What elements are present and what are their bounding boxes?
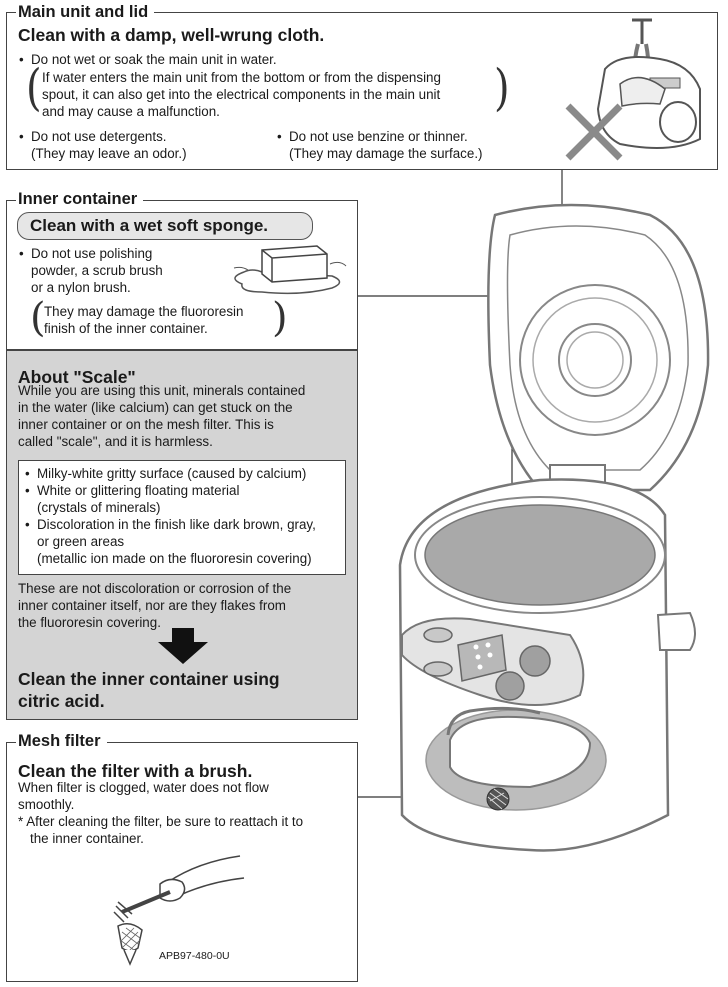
scale-after-line2: inner container itself, nor are they fla…: [18, 598, 286, 613]
main-unit-title: Main unit and lid: [16, 2, 155, 22]
mesh-filter-title: Mesh filter: [16, 731, 107, 751]
inner-container-title: Inner container: [16, 189, 144, 209]
inner-container-heading: Clean with a wet soft sponge.: [17, 212, 313, 240]
inner-container-section: [6, 200, 358, 350]
arrow-down-icon: [158, 628, 208, 664]
inner-container-bullet-line2: powder, a scrub brush: [31, 263, 163, 278]
main-unit-bullet-detergent: Do not use detergents.: [19, 129, 167, 146]
scale-para-line1: While you are using this unit, minerals …: [18, 383, 306, 398]
main-unit-bullet-benzine-reason: (They may damage the surface.): [289, 146, 483, 161]
main-unit-bullet-benzine: Do not use benzine or thinner.: [277, 129, 468, 146]
mesh-filter-line2: smoothly.: [18, 797, 75, 812]
scale-para-line3: inner container or on the mesh filter. T…: [18, 417, 274, 432]
thermos-pot-illustration: [398, 203, 710, 852]
inner-note-paren-left: (: [30, 295, 46, 341]
main-unit-note-line2: spout, it can also get into the electric…: [42, 87, 441, 102]
scale-action-line2: citric acid.: [18, 691, 105, 711]
main-unit-section: [6, 12, 718, 170]
scale-list-item-detail: (metallic ion made on the fluororesin co…: [37, 551, 312, 566]
main-unit-note-line1: If water enters the main unit from the b…: [42, 70, 441, 85]
main-unit-bullet-wet: Do not wet or soak the main unit in wate…: [19, 52, 277, 69]
scale-after-line3: the fluororesin covering.: [18, 615, 161, 630]
main-unit-note-paren-left: (: [26, 59, 42, 117]
mesh-filter-section: [6, 742, 358, 982]
scale-para-line4: called "scale", and it is harmless.: [18, 434, 213, 449]
scale-action-line1: Clean the inner container using: [18, 669, 280, 689]
no-wash-illustration: [565, 18, 701, 161]
inner-container-note-line2: finish of the inner container.: [44, 321, 208, 336]
scale-after-line1: These are not discoloration or corrosion…: [18, 581, 292, 596]
main-unit-heading: Clean with a damp, well-wrung cloth.: [18, 25, 325, 45]
mesh-filter-note-line2: the inner container.: [30, 831, 144, 846]
main-unit-note-paren-right: ): [494, 59, 510, 117]
inner-container-bullet-line1: Do not use polishing: [19, 246, 152, 263]
scale-list-item: Milky-white gritty surface (caused by ca…: [25, 466, 306, 483]
scale-list-item: White or glittering floating material: [25, 483, 239, 500]
scale-title: About "Scale": [18, 367, 136, 387]
scale-list-item: Discoloration in the finish like dark br…: [25, 517, 316, 534]
inner-container-note-line1: They may damage the fluororesin: [44, 304, 244, 319]
mesh-filter-note-line1: * After cleaning the filter, be sure to …: [18, 814, 304, 829]
inner-container-bullet-line3: or a nylon brush.: [31, 280, 131, 295]
inner-note-paren-right: ): [272, 295, 288, 341]
scale-list-item-detail: (crystals of minerals): [37, 500, 161, 515]
sponge-icon: [233, 245, 347, 295]
scale-list-item-detail: or green areas: [37, 534, 125, 549]
brush-cleaning-illustration: [113, 855, 245, 966]
main-unit-note-line3: and may cause a malfunction.: [42, 104, 220, 119]
mesh-filter-heading: Clean the filter with a brush.: [18, 761, 253, 781]
scale-para-line2: in the water (like calcium) can get stuc…: [18, 400, 293, 415]
document-code: APB97-480-0U: [159, 950, 230, 962]
main-unit-bullet-detergent-reason: (They may leave an odor.): [31, 146, 187, 161]
mesh-filter-line1: When filter is clogged, water does not f…: [18, 780, 269, 795]
